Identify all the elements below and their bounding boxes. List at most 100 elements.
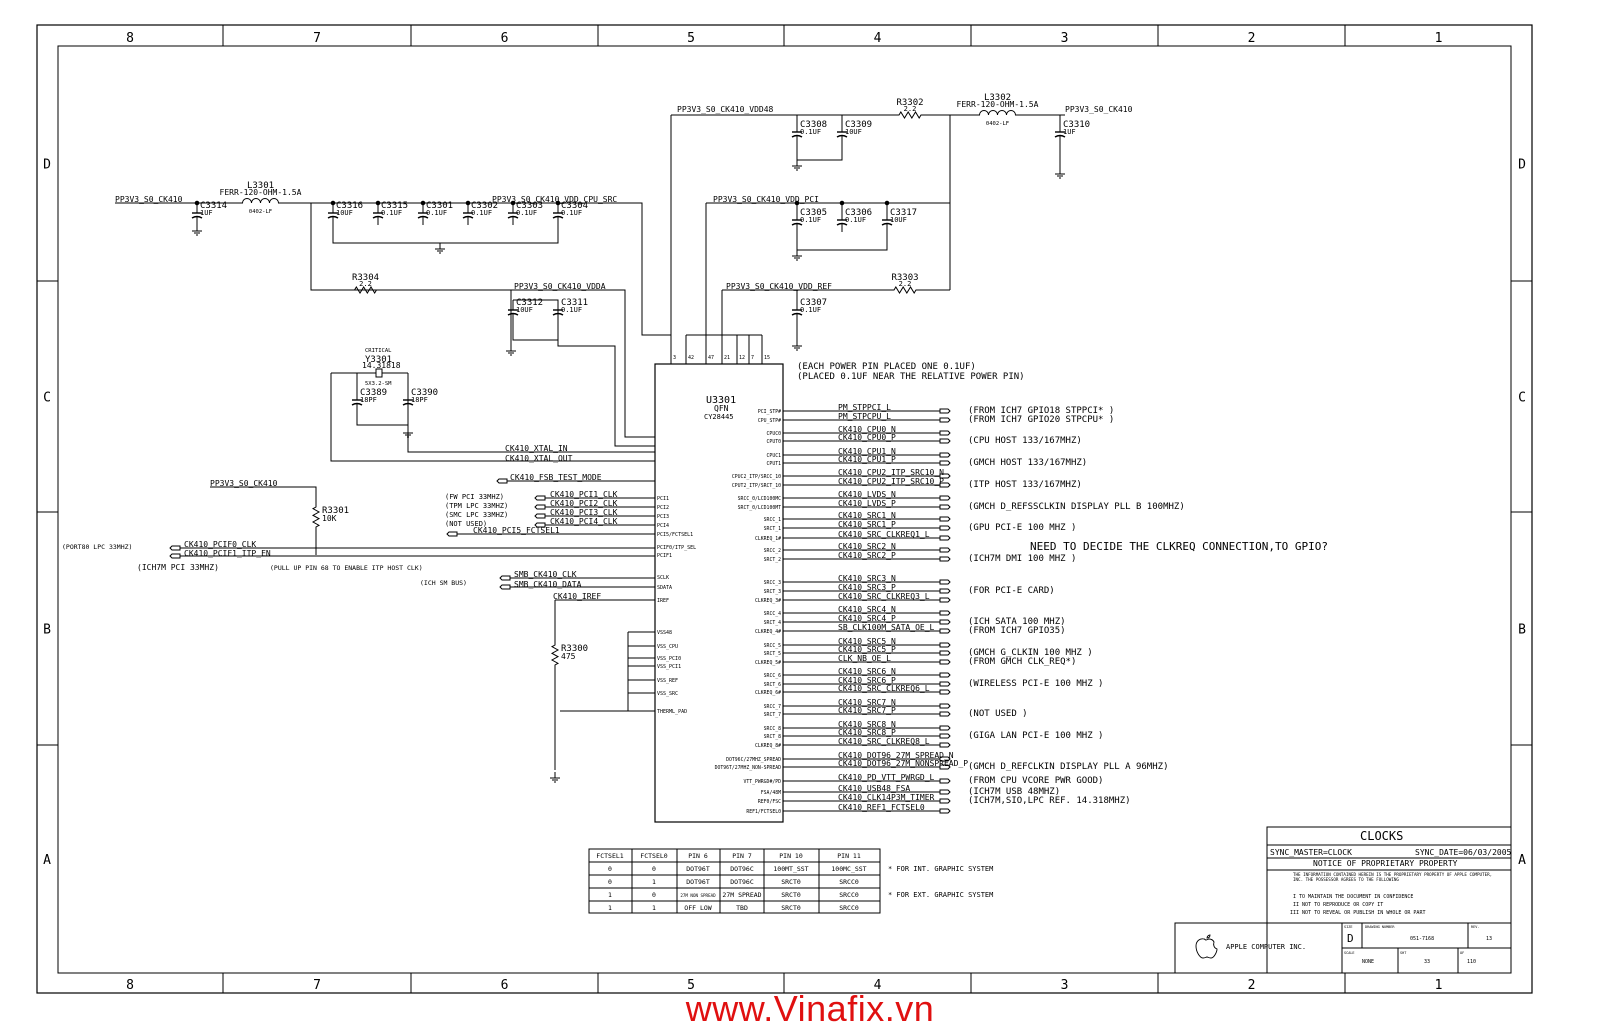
pin-iref: IREF [657, 598, 669, 604]
resistor-r3301-value: 10K [322, 514, 337, 523]
ground-symbol [403, 427, 413, 438]
left-signal-net: CK410_PCI4_CLK [550, 517, 618, 526]
title-block: CLOCKS SYNC_MASTER=CLOCK SYNC_DATE=06/03… [1174, 826, 1512, 974]
fct-cell: 100MC_SST [831, 865, 866, 873]
wire [671, 114, 798, 122]
off-page-connector [939, 733, 951, 739]
zone-col-bottom-6: 6 [501, 978, 509, 993]
right-signal-pin: DOT96T/27MHZ_NON-SPREAD [715, 765, 782, 771]
off-page-connector [169, 545, 181, 551]
right-signal-pin: SRCT_0/LCD100MT [738, 505, 781, 511]
right-signal-desc: (GMCH G_CLKIN 100 MHZ ) [968, 648, 1093, 658]
off-page-connector [939, 516, 951, 522]
off-page-connector [939, 408, 951, 414]
off-page-connector [939, 642, 951, 648]
ground-symbol [1055, 168, 1065, 179]
off-page-connector [446, 531, 458, 537]
off-page-connector [939, 756, 951, 762]
zone-row-left-A: A [43, 853, 51, 868]
fct-cell: DOT96C [730, 878, 754, 886]
fct-cell: SRCT0 [781, 891, 801, 899]
off-page-connector [939, 619, 951, 625]
off-page-connector [939, 659, 951, 665]
supply-pin-number: 15 [764, 355, 770, 361]
title-block-scale-label: SCALE [1344, 951, 1355, 955]
cap-c3311-ref: C3311 [561, 298, 588, 308]
zone-row-right-D: D [1518, 158, 1526, 173]
off-page-connector [939, 438, 951, 444]
fct-cell: SRCT0 [781, 878, 801, 886]
off-page-connector [939, 764, 951, 770]
right-signal-pin: CPU_STP# [758, 418, 781, 424]
left-signal-desc: (TPM LPC 33MHZ) [445, 502, 508, 510]
net-iref: CK410_IREF [553, 592, 601, 601]
cap-c3306-ref: C3306 [845, 208, 872, 218]
off-page-connector [939, 610, 951, 616]
title-block-sync-date: SYNC_DATE=06/03/2005 [1415, 848, 1512, 857]
right-signal-net: CK410_CLK14P3M_TIMER [838, 793, 935, 802]
net-smb-data: SMB_CK410_DATA [514, 580, 582, 589]
fct-note-int: * FOR INT. GRAPHIC SYSTEM [888, 865, 993, 873]
right-signal-net: CK410_SRC7_P [838, 706, 896, 715]
right-signal-net: SB_CLK100M_SATA_OE_L [838, 623, 935, 632]
cap-c3312-value: 10UF [516, 306, 533, 314]
fct-header-cell: FCTSEL0 [640, 852, 667, 860]
pcif-port80: (PORT80 LPC 33MHZ) [62, 543, 132, 551]
ground-symbol [550, 772, 560, 783]
right-signal-net: CLK_NB_OE_L [838, 654, 891, 663]
title-block-size: D [1347, 932, 1354, 945]
right-signal-net: CK410_SRC_CLKREQ6_L [838, 684, 930, 693]
right-signal-pin: SRCC_0/LCD100MC [738, 496, 781, 502]
smb-desc: (ICH SM BUS) [420, 579, 467, 587]
title-block-drawing: 051-7168 [1410, 936, 1434, 942]
right-signal-net: CK410_SRC1_N [838, 511, 896, 520]
cap-c3309-ref: C3309 [845, 120, 872, 130]
right-signal-desc: (GPU PCI-E 100 MHZ ) [968, 523, 1076, 533]
right-signal-desc: (ICH7M,SIO,LPC REF. 14.318MHZ) [968, 796, 1131, 806]
vss-pin: VSS_PCI1 [657, 664, 681, 670]
right-signal-pin: SRCC_8 [764, 726, 781, 732]
right-signal-pin: CPUC0 [767, 431, 782, 437]
cap-c3310-value: 1UF [1063, 128, 1076, 136]
right-signal-net: CK410_SRC2_N [838, 542, 896, 551]
crystal-note: CRITICAL [365, 348, 392, 354]
fct-cell: 27M SPREAD [722, 891, 761, 899]
right-signal-pin: CPUT1 [767, 461, 782, 467]
zone-col-top-8: 8 [126, 31, 134, 46]
right-signal-pin: SRCT_7 [764, 712, 781, 718]
right-signal-net: CK410_LVDS_N [838, 490, 896, 499]
zone-row-right-A: A [1518, 853, 1526, 868]
pin-sclk: SCLK [657, 575, 669, 581]
right-signal-pin: SRCC_7 [764, 704, 781, 710]
crystal-icon [375, 368, 383, 378]
zone-col-bottom-7: 7 [313, 978, 321, 993]
zone-col-bottom-3: 3 [1061, 978, 1069, 993]
off-page-connector [939, 689, 951, 695]
right-signal-net: CK410_SRC_CLKREQ1_L [838, 530, 930, 539]
note-power-2: (PLACED 0.1UF NEAR THE RELATIVE POWER PI… [797, 372, 1025, 382]
right-signal-pin: FSA/48M [761, 790, 781, 796]
off-page-connector [939, 504, 951, 510]
pcif-ich7m: (ICH7M PCI 33MHZ) [137, 563, 219, 572]
resistor-r3303-ref: R3303 [891, 273, 918, 283]
u3301-part: CY28445 [704, 413, 734, 421]
right-signal-pin: SRCT_8 [764, 734, 781, 740]
net-vdd48: PP3V3_S0_CK410_VDD48 [677, 105, 774, 114]
right-signal-net: CK410_CPU0_N [838, 425, 896, 434]
right-signal-pin: REF0/FSC [758, 799, 781, 805]
fct-cell: 27M NON SPREAD [680, 893, 716, 898]
zone-col-bottom-8: 8 [126, 978, 134, 993]
pcif-pullup-note: (PULL UP PIN 68 TO ENABLE ITP HOST CLK) [270, 564, 423, 572]
wire [283, 202, 512, 350]
fct-cell: 1 [652, 878, 656, 886]
title-block-notice-iii: III NOT TO REVEAL OR PUBLISH IN WHOLE OR… [1290, 910, 1425, 916]
right-signal-net: CK410_SRC1_P [838, 520, 896, 529]
right-signal-net: CK410_REF1_FCTSEL0 [838, 803, 925, 812]
cap-c3303-value: 0.1UF [516, 209, 537, 217]
right-signal-net: CK410_SRC6_N [838, 667, 896, 676]
wire [796, 144, 843, 161]
wire [706, 115, 951, 204]
